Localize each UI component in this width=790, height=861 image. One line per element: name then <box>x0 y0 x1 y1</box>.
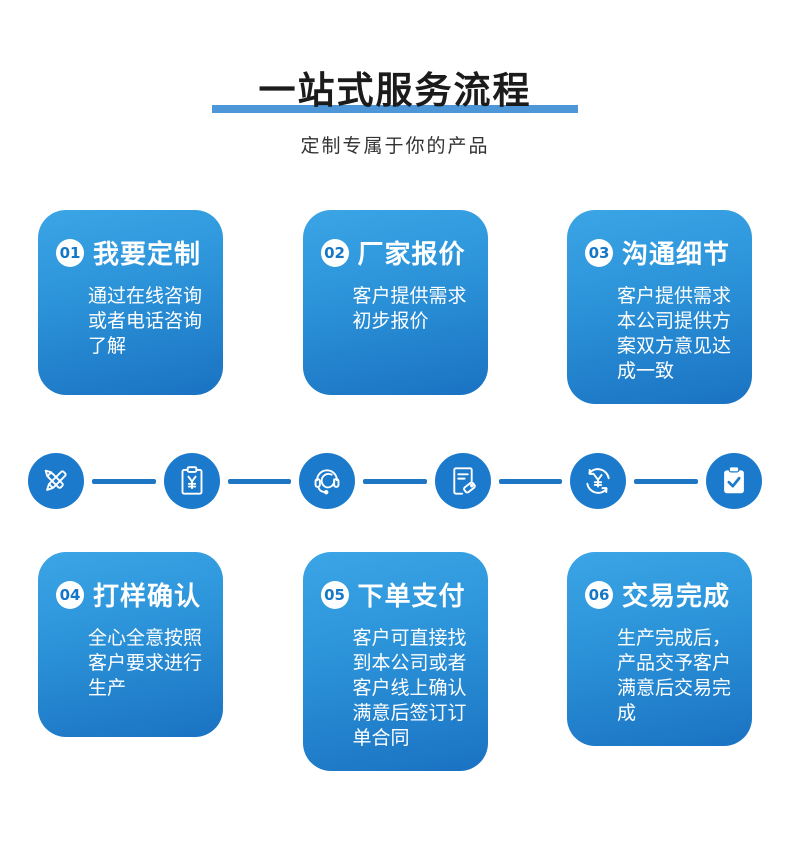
flow-connector-line <box>498 478 563 484</box>
design-pencil-icon <box>28 453 84 510</box>
customer-service-headset-icon <box>299 453 356 510</box>
step-description: 生产完成后，产品交予客户满意后交易完成 <box>617 627 732 725</box>
flow-connector-line <box>227 478 292 484</box>
step-number-badge: 03 <box>585 238 613 267</box>
step-card-head: 01 我要定制 <box>56 234 207 271</box>
step-number-badge: 04 <box>56 580 84 609</box>
step-number-badge: 02 <box>320 238 349 267</box>
step-card-head: 02 厂家报价 <box>320 234 472 271</box>
step-card-04: 04 打样确认 全心全意按照客户要求进行生产 <box>38 552 223 738</box>
step-card-02: 02 厂家报价 客户提供需求初步报价 <box>302 210 488 396</box>
step-title: 交易完成 <box>622 582 731 613</box>
step-card-05: 05 下单支付 客户可直接找到本公司或者客户线上确认满意后签订订单合同 <box>302 552 488 772</box>
step-card-head: 05 下单支付 <box>320 576 472 613</box>
step-number-badge: 06 <box>585 580 613 609</box>
step-description: 客户可直接找到本公司或者客户线上确认满意后签订订单合同 <box>352 627 467 750</box>
step-title: 沟通细节 <box>622 240 731 271</box>
document-tag-icon <box>434 453 491 510</box>
flow-connector-line <box>363 478 427 484</box>
step-title: 下单支付 <box>357 582 466 613</box>
step-number-badge: 01 <box>56 238 84 267</box>
steps-row-2: 04 打样确认 全心全意按照客户要求进行生产 05 下单支付 客户可直接找到本公… <box>0 552 790 772</box>
header: 一站式服务流程 定制专属于你的产品 <box>0 0 790 158</box>
step-card-head: 04 打样确认 <box>56 576 207 613</box>
page-subtitle: 定制专属于你的产品 <box>300 135 490 158</box>
step-description: 客户提供需求本公司提供方案双方意见达成一致 <box>617 285 732 383</box>
step-description: 通过在线咨询或者电话咨询了解 <box>88 285 203 358</box>
step-card-head: 06 交易完成 <box>585 576 736 613</box>
flow-connector-line <box>634 478 698 484</box>
step-title: 我要定制 <box>93 240 202 271</box>
flow-connector-line <box>92 478 156 484</box>
step-card-01: 01 我要定制 通过在线咨询或者电话咨询了解 <box>38 210 223 396</box>
steps-row-1: 01 我要定制 通过在线咨询或者电话咨询了解 02 厂家报价 客户提供需求初步报… <box>0 210 790 405</box>
step-number-badge: 05 <box>320 580 349 609</box>
page-title: 一站式服务流程 <box>258 69 532 112</box>
step-description: 客户提供需求初步报价 <box>352 285 467 333</box>
quotation-invoice-icon <box>163 453 220 510</box>
step-title: 厂家报价 <box>357 240 466 271</box>
step-description: 全心全意按照客户要求进行生产 <box>88 627 203 700</box>
step-card-03: 03 沟通细节 客户提供需求本公司提供方案双方意见达成一致 <box>567 210 752 405</box>
step-card-06: 06 交易完成 生产完成后，产品交予客户满意后交易完成 <box>567 552 752 747</box>
title-underline-bar <box>212 105 578 114</box>
step-card-head: 03 沟通细节 <box>585 234 736 271</box>
step-title: 打样确认 <box>93 582 202 613</box>
payment-yen-cycle-icon <box>570 453 627 510</box>
order-complete-clipboard-icon <box>705 453 762 510</box>
process-flow-row <box>0 453 790 510</box>
